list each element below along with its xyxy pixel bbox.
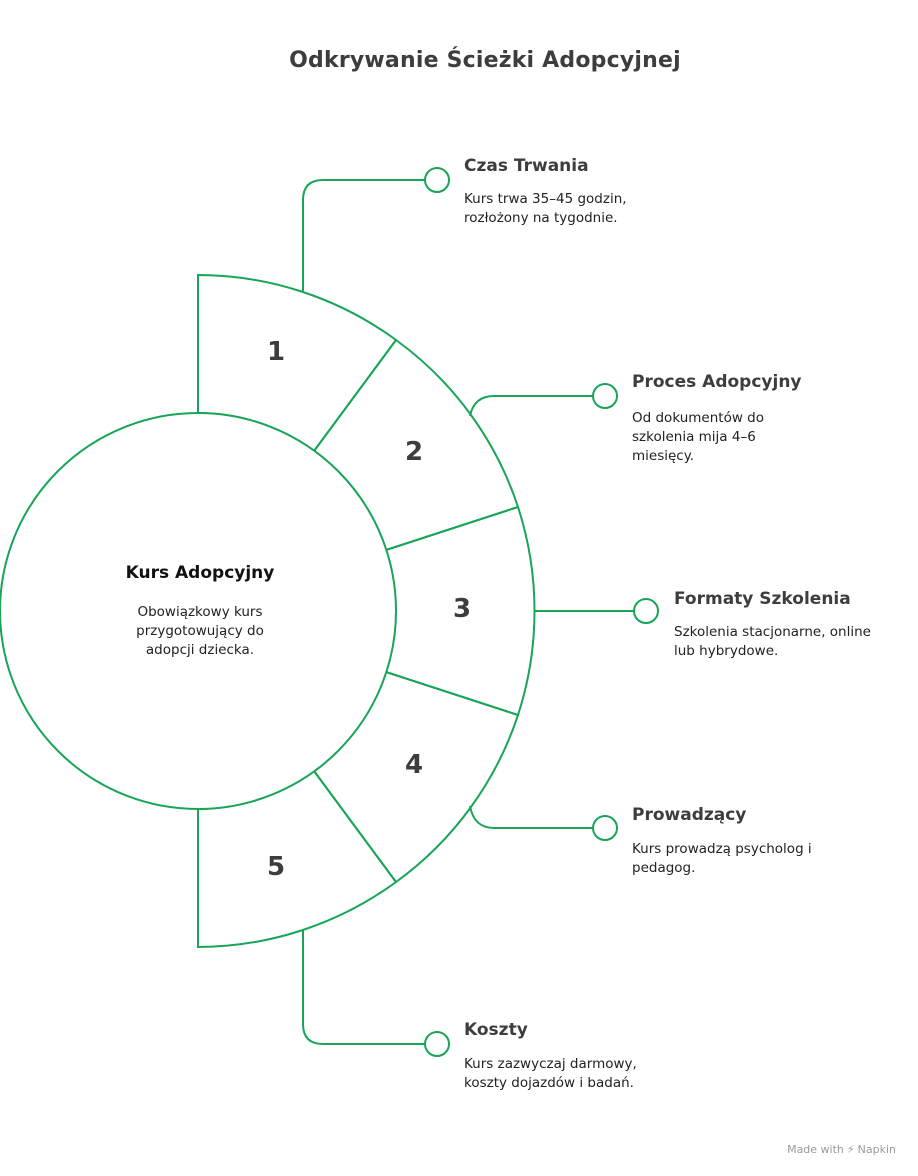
center-description: Obowiązkowy kurs przygotowujący do adopc… bbox=[136, 604, 264, 658]
page-title: Odkrywanie Ścieżki Adopcyjnej bbox=[289, 48, 681, 73]
footer-prefix: Made with bbox=[787, 1143, 844, 1156]
item-title-2: Proces Adopcyjny bbox=[632, 372, 802, 392]
connector-dot-2 bbox=[592, 383, 618, 409]
napkin-logo-icon: ⚡ bbox=[846, 1143, 855, 1156]
footer-brand: Napkin bbox=[857, 1143, 896, 1156]
segment-number-2: 2 bbox=[404, 437, 424, 467]
item-description-4: Kurs prowadzą psycholog i pedagog. bbox=[632, 841, 812, 876]
segment-number-4: 4 bbox=[404, 750, 424, 780]
item-title-3: Formaty Szkolenia bbox=[674, 589, 851, 609]
segment-number-3: 3 bbox=[452, 594, 472, 624]
item-description-5: Kurs zazwyczaj darmowy, koszty dojazdów … bbox=[464, 1056, 637, 1091]
connector-4 bbox=[469, 805, 593, 829]
center-title: Kurs Adopcyjny bbox=[125, 563, 275, 583]
segment-number-1: 1 bbox=[266, 337, 286, 367]
connector-dot-4 bbox=[592, 815, 618, 841]
item-description-2: Od dokumentów do szkolenia mija 4–6 mies… bbox=[632, 410, 765, 464]
segment-number-5: 5 bbox=[266, 852, 286, 882]
connector-1 bbox=[302, 179, 425, 292]
item-title-4: Prowadzący bbox=[632, 805, 747, 825]
center-circle bbox=[0, 412, 397, 810]
item-description-1: Kurs trwa 35–45 godzin, rozłożony na tyg… bbox=[464, 191, 627, 226]
connector-dot-5 bbox=[424, 1031, 450, 1057]
connector-dot-3 bbox=[633, 598, 659, 624]
connector-dot-1 bbox=[424, 167, 450, 193]
footer-credit: Made with⚡Napkin bbox=[787, 1143, 896, 1156]
item-title-5: Koszty bbox=[464, 1020, 528, 1040]
connector-2 bbox=[469, 395, 593, 417]
connector-5 bbox=[302, 930, 425, 1045]
item-description-3: Szkolenia stacjonarne, online lub hybryd… bbox=[674, 624, 871, 659]
item-title-1: Czas Trwania bbox=[464, 156, 589, 176]
